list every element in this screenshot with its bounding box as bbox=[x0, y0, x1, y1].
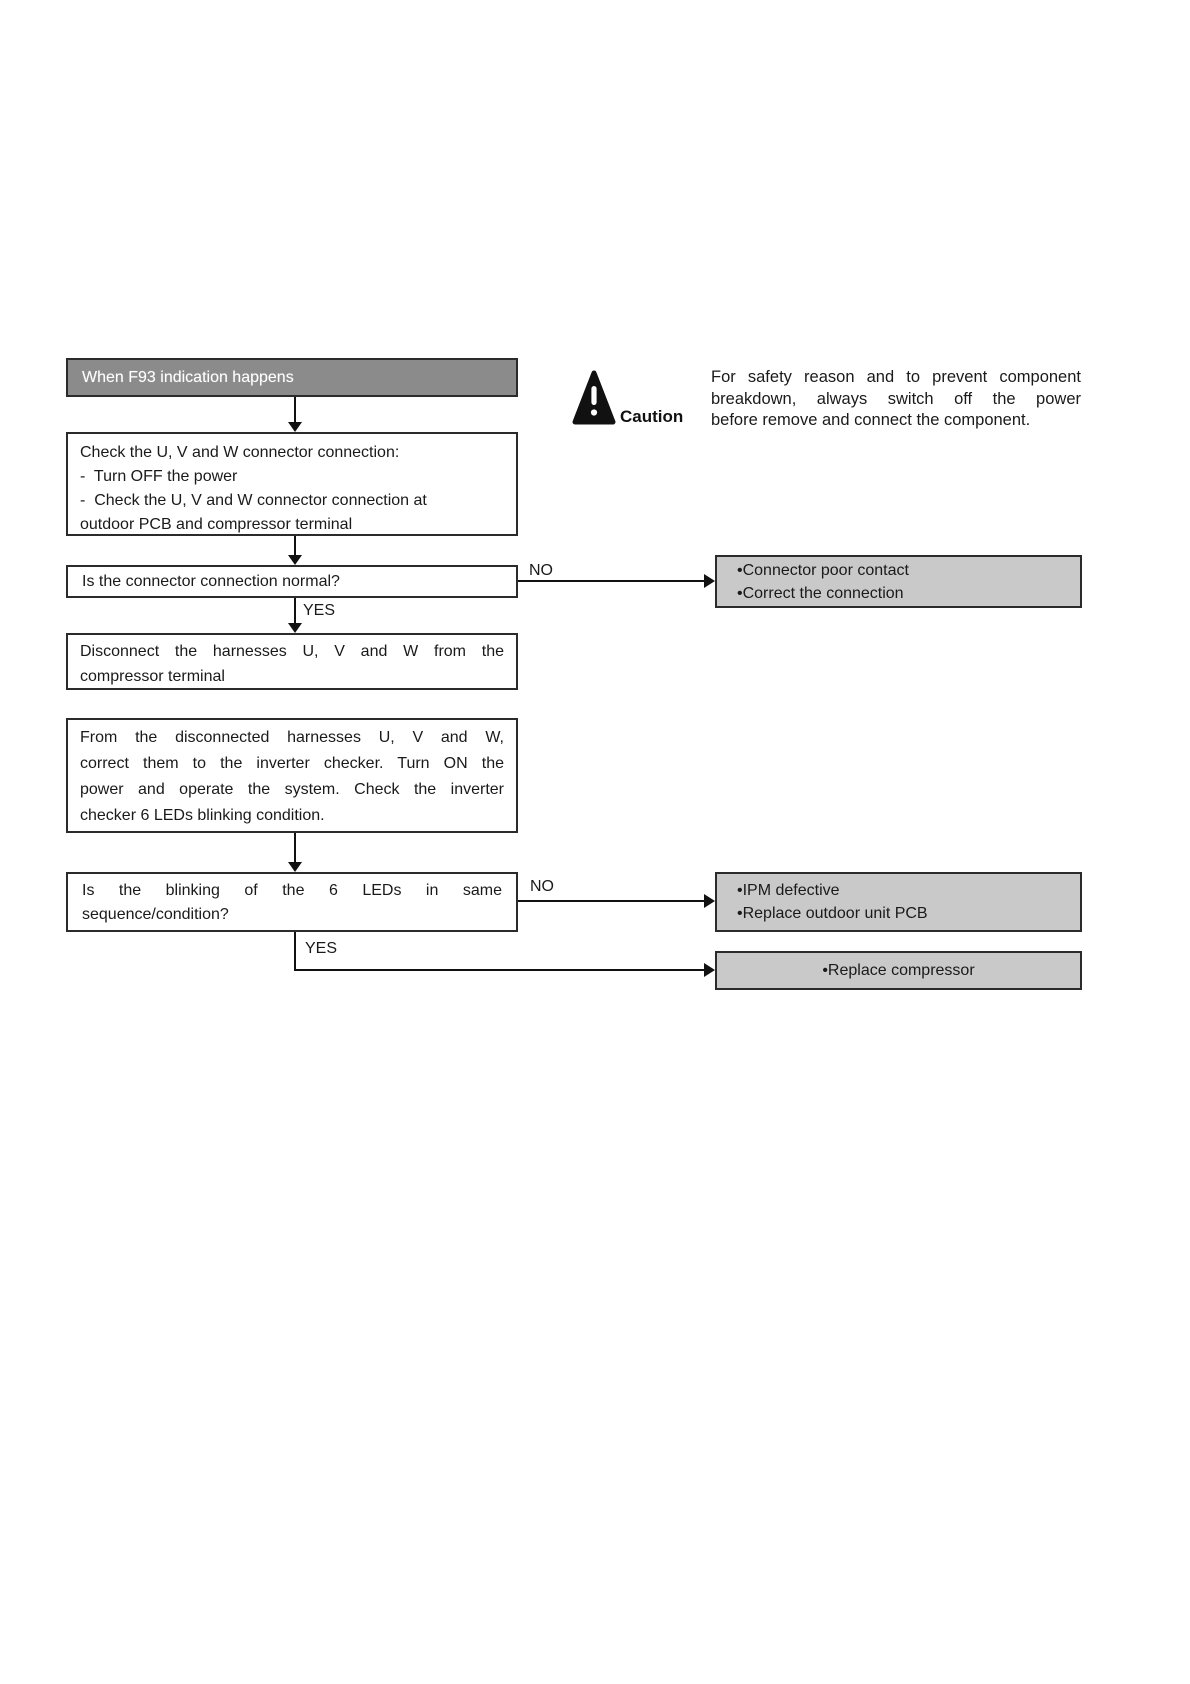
arrowhead-right-icon bbox=[704, 963, 715, 977]
arrowhead-right-icon bbox=[704, 894, 715, 908]
check-connector-node: Check the U, V and W connector connectio… bbox=[66, 432, 518, 536]
result-line: •Replace compressor bbox=[822, 962, 975, 979]
caution-text-line: For safety reason and to prevent compone… bbox=[711, 368, 1081, 386]
connector-q2-yes-horizontal bbox=[294, 969, 704, 971]
inverter-line: power and operate the system. Check the … bbox=[80, 781, 504, 798]
connector-q1-yes bbox=[294, 598, 296, 624]
connector-q1-no bbox=[518, 580, 704, 582]
arrowhead-down-icon bbox=[288, 862, 302, 872]
connector-q2-no bbox=[518, 900, 704, 902]
caution-label: Caution bbox=[620, 407, 684, 426]
result-poor-contact: •Connector poor contact •Correct the con… bbox=[715, 555, 1082, 608]
question-leds-sequence: Is the blinking of the 6 LEDs in same se… bbox=[66, 872, 518, 932]
question-label: Is the connector connection normal? bbox=[82, 572, 340, 590]
check-line: - Check the U, V and W connector connect… bbox=[80, 492, 427, 509]
disconnect-harness-node: Disconnect the harnesses U, V and W from… bbox=[66, 633, 518, 690]
inverter-checker-node: From the disconnected harnesses U, V and… bbox=[66, 718, 518, 833]
caution-text-line: breakdown, always switch off the power bbox=[711, 389, 1081, 408]
no-label: NO bbox=[529, 562, 553, 579]
caution-text: For safety reason and to prevent compone… bbox=[711, 367, 1081, 432]
result-line: •Connector poor contact bbox=[737, 561, 909, 579]
arrowhead-down-icon bbox=[288, 422, 302, 432]
start-node-f93: When F93 indication happens bbox=[66, 358, 518, 397]
result-ipm-defective: •IPM defective •Replace outdoor unit PCB bbox=[715, 872, 1082, 932]
question-line: Is the blinking of the 6 LEDs in same bbox=[82, 882, 502, 899]
connector-invchk-to-q2 bbox=[294, 833, 296, 863]
inverter-line: correct them to the inverter checker. Tu… bbox=[80, 755, 504, 772]
yes-label: YES bbox=[303, 602, 336, 619]
result-line: •Replace outdoor unit PCB bbox=[737, 905, 928, 922]
start-label: When F93 indication happens bbox=[82, 368, 294, 386]
inverter-line: checker 6 LEDs blinking condition. bbox=[80, 807, 325, 824]
result-line: •IPM defective bbox=[737, 882, 840, 899]
check-line: outdoor PCB and compressor terminal bbox=[80, 516, 353, 533]
arrowhead-down-icon bbox=[288, 555, 302, 565]
check-line: Check the U, V and W connector connectio… bbox=[80, 444, 400, 461]
no-label: NO bbox=[530, 878, 554, 895]
connector-check-to-q1 bbox=[294, 536, 296, 556]
disconnect-line: Disconnect the harnesses U, V and W from… bbox=[80, 643, 504, 660]
connector-start-to-check bbox=[294, 397, 296, 423]
result-line: •Correct the connection bbox=[737, 584, 904, 602]
disconnect-line: compressor terminal bbox=[80, 668, 225, 685]
question-line: sequence/condition? bbox=[82, 906, 229, 923]
connector-q2-yes-vertical bbox=[294, 932, 296, 971]
result-replace-compressor: •Replace compressor bbox=[715, 951, 1082, 990]
caution-text-line: before remove and connect the component. bbox=[711, 411, 1031, 429]
question-connector-normal: Is the connector connection normal? bbox=[66, 565, 518, 598]
yes-label: YES bbox=[305, 940, 338, 957]
warning-triangle-icon bbox=[572, 370, 616, 425]
arrowhead-down-icon bbox=[288, 623, 302, 633]
arrowhead-right-icon bbox=[704, 574, 715, 588]
inverter-line: From the disconnected harnesses U, V and… bbox=[80, 729, 504, 746]
check-line: - Turn OFF the power bbox=[80, 468, 238, 485]
